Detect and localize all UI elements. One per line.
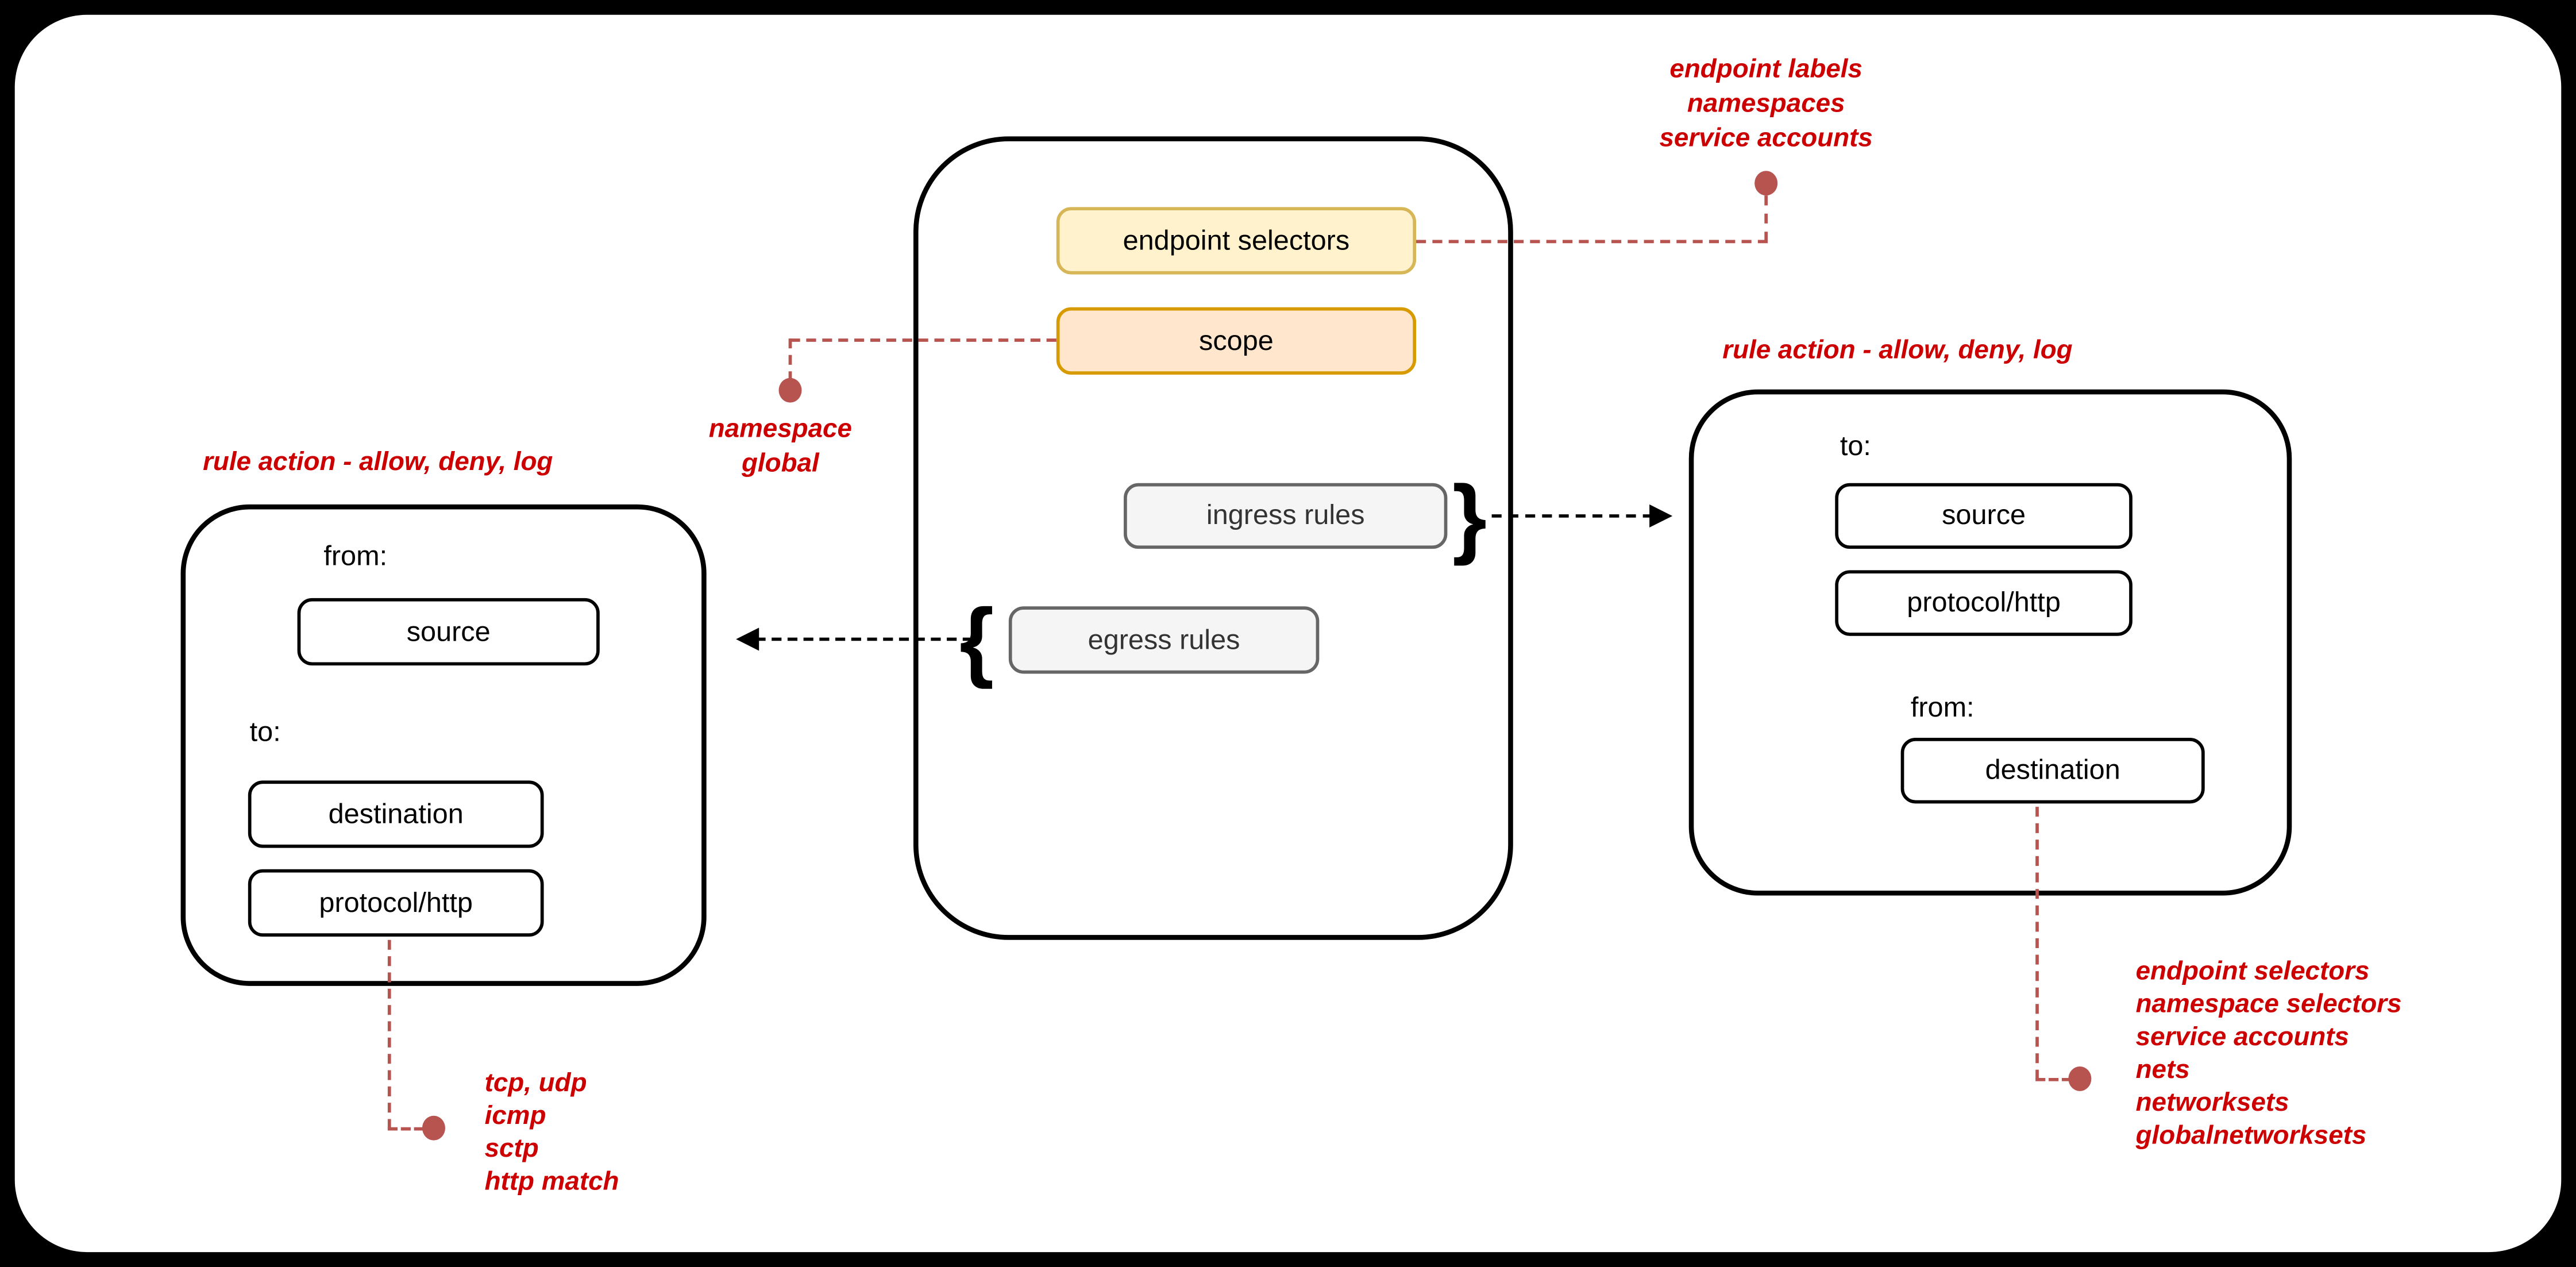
left-from-label: from: xyxy=(323,540,388,572)
protocol-connector-horizontal xyxy=(387,1127,424,1131)
scope-node: scope xyxy=(1056,307,1417,375)
scope-connector-vertical xyxy=(788,338,792,382)
right-destination-label: destination xyxy=(1985,754,2120,785)
egress-rules-node: egress rules xyxy=(1008,606,1320,674)
destination-connector-dot xyxy=(2068,1066,2092,1091)
endpoint-selectors-node: endpoint selectors xyxy=(1056,207,1417,275)
destination-connector-vertical xyxy=(2035,807,2039,1080)
right-destination-node: destination xyxy=(1900,738,2205,804)
left-source-label: source xyxy=(406,615,491,647)
endpoint-selector-types-annotation: endpoint labels namespaces service accou… xyxy=(1659,56,1873,153)
left-to-label: to: xyxy=(249,716,281,748)
protocol-connector-dot xyxy=(422,1115,445,1141)
right-protocol-node: protocol/http xyxy=(1835,570,2132,636)
scope-connector-dot xyxy=(778,378,802,403)
right-source-label: source xyxy=(1942,499,2026,531)
egress-arrow-line xyxy=(755,637,973,641)
right-to-label: to: xyxy=(1840,430,1871,462)
endpoint-selectors-connector-horizontal xyxy=(1416,240,1768,244)
egress-arrowhead-icon xyxy=(736,627,759,651)
left-protocol-label: protocol/http xyxy=(319,886,473,918)
scope-values-annotation: namespace global xyxy=(708,415,852,479)
endpoint-selectors-label: endpoint selectors xyxy=(1123,224,1350,256)
scope-label: scope xyxy=(1199,324,1274,356)
endpoint-selectors-connector-dot xyxy=(1754,171,1778,196)
destination-types-annotation: endpoint selectors namespace selectors s… xyxy=(2135,958,2402,1150)
endpoint-selectors-connector-vertical xyxy=(1764,195,1768,242)
right-rule-action-annotation: rule action - allow, deny, log xyxy=(1722,337,2073,365)
left-source-node: source xyxy=(297,598,600,666)
right-from-label: from: xyxy=(1910,691,1975,723)
left-protocol-node: protocol/http xyxy=(248,869,544,937)
ingress-brace: } xyxy=(1452,468,1487,567)
left-destination-node: destination xyxy=(248,780,544,848)
ingress-arrowhead-icon xyxy=(1649,504,1673,527)
right-rule-card xyxy=(1688,389,2292,896)
right-source-node: source xyxy=(1835,483,2132,549)
egress-brace: { xyxy=(959,591,994,691)
left-destination-label: destination xyxy=(328,798,464,829)
protocol-types-annotation: tcp, udp icmp sctp http match xyxy=(484,1069,619,1196)
egress-rules-label: egress rules xyxy=(1088,623,1240,655)
left-rule-action-annotation: rule action - allow, deny, log xyxy=(203,448,553,477)
ingress-rules-label: ingress rules xyxy=(1206,499,1365,531)
right-protocol-label: protocol/http xyxy=(1907,586,2061,618)
scope-connector-horizontal xyxy=(790,338,1056,342)
ingress-arrow-line xyxy=(1491,514,1653,518)
ingress-rules-node: ingress rules xyxy=(1124,483,1448,549)
destination-connector-horizontal xyxy=(2035,1077,2072,1081)
protocol-connector-vertical xyxy=(387,939,391,1129)
